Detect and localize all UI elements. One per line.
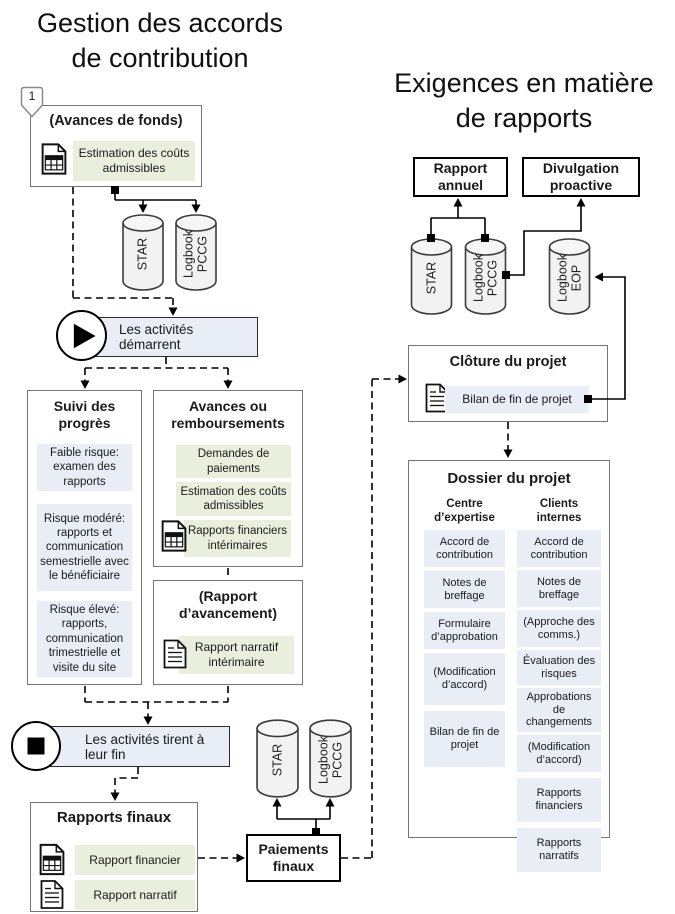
dossier-projet-title: Dossier du projet	[447, 470, 571, 487]
rapport-annuel-box: Rapport annuel	[413, 157, 508, 197]
estimation-couts-chip: Estimation des coûts admissibles	[73, 141, 195, 181]
rapport-avancement-box: (Rapport d’avancement) Rapport narratif …	[153, 580, 303, 685]
dossier-item: Rapports narratifs	[517, 828, 601, 872]
dossier-item: Approbations de changements	[517, 688, 601, 732]
dossier-item: Notes de breffage	[517, 570, 601, 607]
avances-de-fonds-box: (Avances de fonds) Estimation des coûts …	[30, 105, 202, 187]
left-column-title: Gestion des accords de contribution	[36, 8, 284, 74]
centre-expertise-header: Centre d’expertise	[434, 498, 495, 525]
star-cylinder-top-left: STAR	[121, 213, 165, 291]
dossier-item: (Approche des comms.)	[517, 610, 601, 647]
demandes-paiements-chip: Demandes de paiements	[176, 445, 291, 478]
bilan-fin-projet-chip: Bilan de fin de projet	[445, 386, 589, 413]
financial-report-icon	[39, 843, 65, 876]
cylinder-label: Logbook EOP	[555, 253, 583, 302]
rapports-financiers-interimaires-chip: Rapports financiers intérimaires	[184, 520, 291, 557]
rapports-finaux-title: Rapports finaux	[56, 809, 172, 826]
dossier-item: Rapports financiers	[517, 778, 601, 822]
paiements-finaux-box: Paiements finaux	[246, 834, 341, 882]
avances-remboursements-box: Avances ou remboursements Demandes de pa…	[153, 390, 303, 567]
rapport-financier-chip: Rapport financier	[75, 845, 195, 875]
cylinder-label: Logbook PCCG	[471, 253, 499, 302]
risk-moderate-item: Risque modéré: rapports et communication…	[37, 504, 132, 591]
dossier-item: (Modification d’accord)	[517, 735, 601, 772]
clients-internes-header: Clients internes	[536, 498, 582, 525]
narrative-report-icon	[163, 639, 187, 669]
financial-report-icon	[41, 142, 67, 176]
star-cylinder-right: STAR	[409, 237, 454, 315]
dossier-item: Évaluation des risques	[517, 650, 601, 685]
cylinder-label: STAR	[135, 237, 150, 270]
logbook-eop-cylinder: Logbook EOP	[547, 237, 592, 315]
cylinder-label: STAR	[423, 261, 438, 294]
dossier-item: Formulaire d’approbation	[424, 612, 505, 649]
database-cylinder-icon	[256, 719, 299, 798]
risk-high-item: Risque élevé: rapports, communication tr…	[37, 601, 132, 677]
database-cylinder-icon	[175, 214, 217, 291]
dossier-projet-box: Dossier du projet Centre d’expertise Cli…	[408, 460, 610, 872]
rapport-narratif-interimaire-chip: Rapport narratif intérimaire	[179, 636, 294, 674]
suivi-progres-title: Suivi des progrès	[53, 398, 116, 431]
cloture-projet-box: Clôture du projet Bilan de fin de projet	[408, 345, 608, 422]
avances-remboursements-title: Avances ou remboursements	[171, 398, 285, 431]
avances-de-fonds-title: (Avances de fonds)	[49, 113, 183, 129]
stop-icon	[11, 721, 61, 771]
play-icon	[56, 310, 107, 361]
suivi-progres-box: Suivi des progrès Faible risque: examen …	[27, 390, 142, 685]
right-column-title: Exigences en matière de rapports	[394, 68, 654, 134]
start-event-label: Les activités démarrent	[119, 322, 194, 352]
rapports-finaux-box: Rapports finaux Rapport financier	[30, 802, 198, 912]
centre-expertise-column: Accord de contribution Notes de breffage…	[424, 530, 505, 767]
cylinder-label: Logbook PCCG	[316, 735, 344, 784]
logbook-pccg-cylinder-right: Logbook PCCG	[463, 237, 508, 315]
database-cylinder-icon	[410, 238, 453, 315]
dossier-item: Accord de contribution	[517, 530, 601, 567]
database-cylinder-icon	[464, 238, 507, 315]
dossier-item: Notes de breffage	[424, 571, 505, 608]
end-event-label: Les activités tirent à leur fin	[85, 731, 205, 762]
risk-low-item: Faible risque: examen des rapports	[37, 444, 132, 491]
star-cylinder-bottom: STAR	[255, 718, 300, 798]
flag-marker-number: 1	[28, 89, 36, 103]
cloture-projet-title: Clôture du projet	[449, 354, 567, 370]
clients-internes-column: Accord de contribution Notes de breffage…	[517, 530, 601, 872]
rapport-avancement-title: (Rapport d’avancement)	[178, 588, 278, 621]
dossier-item: Accord de contribution	[424, 530, 505, 567]
divulgation-proactive-box: Divulgation proactive	[522, 157, 640, 197]
financial-report-icon	[161, 519, 187, 553]
cylinder-label: STAR	[269, 743, 284, 776]
rapport-narratif-chip: Rapport narratif	[75, 880, 195, 910]
logbook-pccg-cylinder-top-left: Logbook PCCG	[174, 213, 218, 291]
logbook-pccg-cylinder-bottom: Logbook PCCG	[308, 718, 353, 798]
cylinder-label: Logbook PCCG	[181, 229, 210, 278]
estimation-couts-chip: Estimation des coûts admissibles	[176, 482, 291, 516]
flag-marker-icon: 1	[19, 86, 45, 118]
narrative-report-icon	[425, 383, 449, 413]
end-event-bar: Les activités tirent à leur fin	[50, 726, 230, 767]
narrative-report-icon	[40, 879, 64, 910]
dossier-item: Bilan de fin de projet	[424, 711, 505, 767]
dossier-item: (Modification d’accord)	[424, 653, 505, 705]
